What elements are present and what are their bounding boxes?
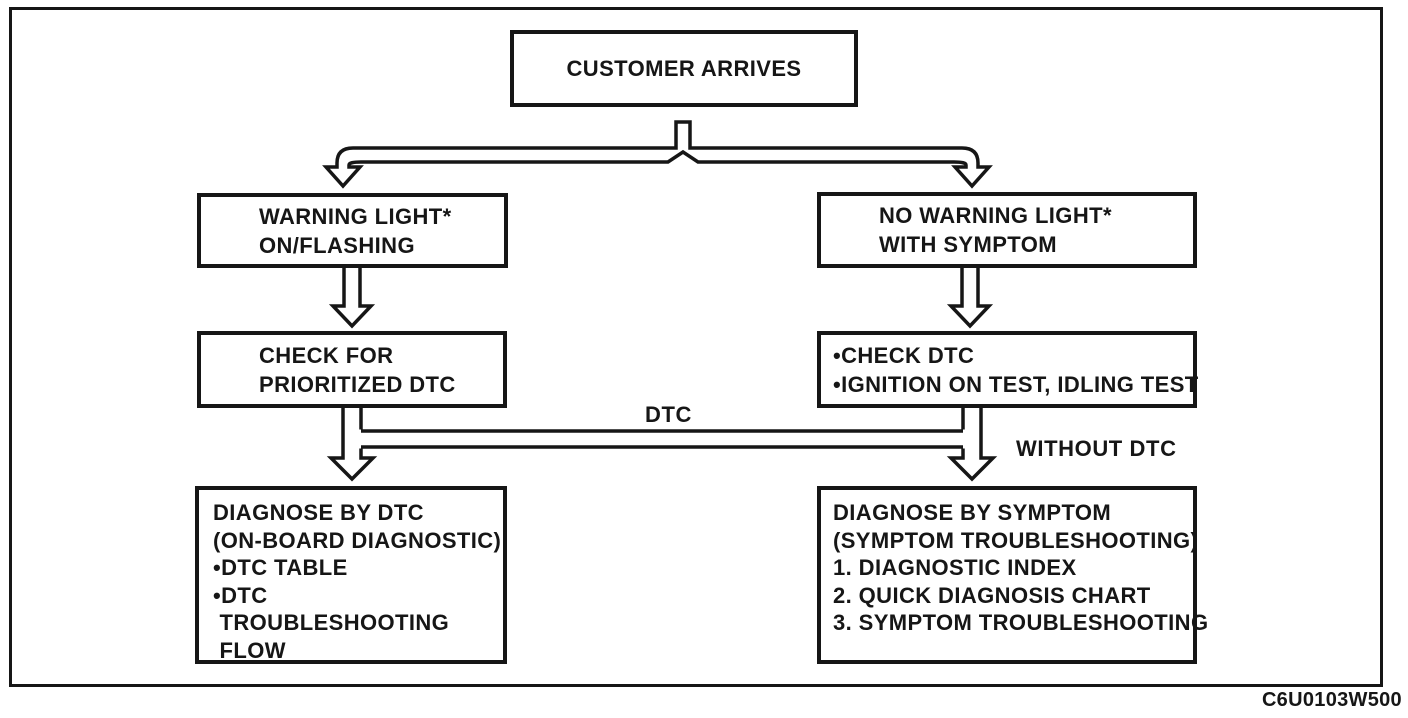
box-line: CHECK FOR bbox=[259, 342, 394, 368]
down-arrow-right bbox=[946, 264, 994, 329]
box-line: 2. QUICK DIAGNOSIS CHART bbox=[833, 582, 1151, 608]
box-check-dtc-tests: •CHECK DTC •IGNITION ON TEST, IDLING TES… bbox=[817, 331, 1199, 408]
box-line: ON/FLASHING bbox=[259, 232, 415, 258]
box-line: •DTC TABLE bbox=[213, 555, 348, 580]
edge-label-dtc: DTC bbox=[645, 402, 693, 427]
down-arrow-left bbox=[328, 264, 376, 329]
split-arrow bbox=[322, 120, 993, 189]
box-line: (ON-BOARD DIAGNOSTIC) bbox=[213, 527, 502, 553]
box-diagnose-by-dtc: DIAGNOSE BY DTC (ON-BOARD DIAGNOSTIC) •D… bbox=[195, 486, 507, 664]
box-line: (SYMPTOM TROUBLESHOOTING) bbox=[833, 527, 1199, 553]
box-line: 3. SYMPTOM TROUBLESHOOTING bbox=[833, 610, 1209, 635]
box-line: FLOW bbox=[213, 637, 286, 663]
box-line: DIAGNOSE BY DTC bbox=[213, 500, 424, 525]
box-line: PRIORITIZED DTC bbox=[259, 371, 456, 397]
edge-label-without-dtc: WITHOUT DTC bbox=[1016, 436, 1177, 461]
box-line: WARNING LIGHT* bbox=[259, 203, 452, 229]
box-line: CUSTOMER ARRIVES bbox=[566, 56, 802, 81]
box-line: •CHECK DTC bbox=[833, 342, 975, 368]
box-no-warning-light: NO WARNING LIGHT* WITH SYMPTOM bbox=[817, 192, 1197, 268]
box-line: NO WARNING LIGHT* bbox=[879, 203, 1112, 228]
box-customer-arrives: CUSTOMER ARRIVES bbox=[510, 30, 858, 107]
box-line: 1. DIAGNOSTIC INDEX bbox=[833, 555, 1077, 580]
figure-code: C6U0103W500 bbox=[1261, 689, 1402, 711]
crossbar-junction-mask bbox=[346, 429, 978, 449]
box-line: TROUBLESHOOTING bbox=[213, 610, 450, 635]
box-line: •IGNITION ON TEST, IDLING TEST bbox=[833, 371, 1199, 397]
box-line: WITH SYMPTOM bbox=[879, 232, 1057, 257]
box-check-prioritized-dtc: CHECK FOR PRIORITIZED DTC bbox=[197, 331, 507, 408]
box-warning-light: WARNING LIGHT* ON/FLASHING bbox=[197, 193, 508, 268]
box-diagnose-by-symptom: DIAGNOSE BY SYMPTOM (SYMPTOM TROUBLESHOO… bbox=[817, 486, 1209, 664]
box-line: DIAGNOSE BY SYMPTOM bbox=[833, 500, 1112, 525]
box-line: •DTC bbox=[213, 582, 268, 608]
